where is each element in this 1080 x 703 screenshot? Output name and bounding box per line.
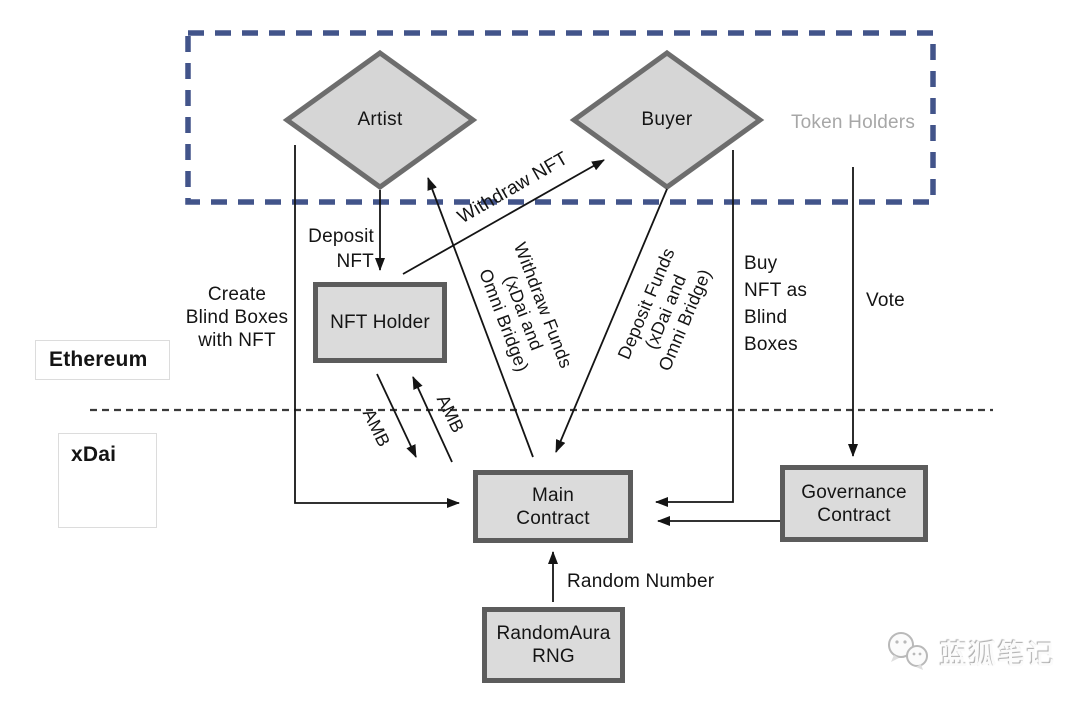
- randomaura-rng-label-line: RNG: [532, 646, 575, 667]
- governance-contract-box: Governance Contract: [780, 465, 928, 542]
- fox-chat-bubbles-icon: [888, 632, 928, 670]
- randomaura-rng-box: RandomAura RNG: [482, 607, 625, 683]
- edge-create-blind-boxes-arrow: [294, 145, 460, 508]
- label-line: NFT: [336, 251, 374, 272]
- edge-withdraw-nft-arrow: [402, 159, 605, 275]
- label-line: Buy: [744, 253, 778, 274]
- buyer-label: Buyer: [641, 109, 693, 130]
- edge-label-buy-nft: Buy NFT as Blind Boxes: [744, 250, 834, 358]
- main-contract-box: Main Contract: [473, 470, 633, 543]
- buyer-diamond: [569, 49, 765, 191]
- zone-label-xdai: xDai: [58, 433, 157, 528]
- watermark: 蓝狐笔记: [884, 630, 1056, 674]
- main-contract-label-line: Main: [532, 484, 574, 506]
- governance-contract-label-line: Contract: [817, 504, 891, 526]
- token-holders-label: Token Holders: [790, 112, 916, 133]
- nft-holder-box: NFT Holder: [313, 282, 447, 363]
- main-contract-label-line: Contract: [516, 507, 590, 529]
- edge-withdraw-funds-arrow: [427, 177, 534, 458]
- randomaura-rng-label-line: RandomAura: [496, 623, 611, 644]
- watermark-text: 蓝狐笔记: [940, 639, 1056, 670]
- label-line: Blind: [744, 307, 788, 328]
- label-line: Create: [207, 284, 267, 305]
- label-line: with NFT: [198, 330, 276, 351]
- token-holders-group-border: [185, 30, 936, 205]
- artist-diamond: [282, 49, 478, 191]
- nft-holder-label: NFT Holder: [330, 312, 430, 333]
- edge-label-deposit-nft: Deposit NFT: [296, 224, 374, 274]
- governance-contract-label-line: Governance: [801, 481, 907, 503]
- label-line: Deposit: [308, 226, 374, 247]
- edge-label-vote: Vote: [866, 290, 905, 311]
- zone-label-ethereum: Ethereum: [35, 340, 170, 380]
- edge-buy-nft-arrow: [655, 150, 734, 507]
- edge-label-create-blind-boxes: Create Blind Boxes with NFT: [175, 283, 299, 352]
- label-line: Boxes: [744, 334, 798, 355]
- edge-label-random-number: Random Number: [567, 571, 715, 592]
- edge-amb-down-arrow: [376, 373, 417, 458]
- artist-label: Artist: [357, 109, 403, 130]
- edge-amb-up-arrow: [412, 376, 453, 463]
- label-line: NFT as: [744, 280, 808, 301]
- edge-deposit-funds-arrow: [555, 188, 668, 453]
- label-line: Blind Boxes: [185, 307, 289, 328]
